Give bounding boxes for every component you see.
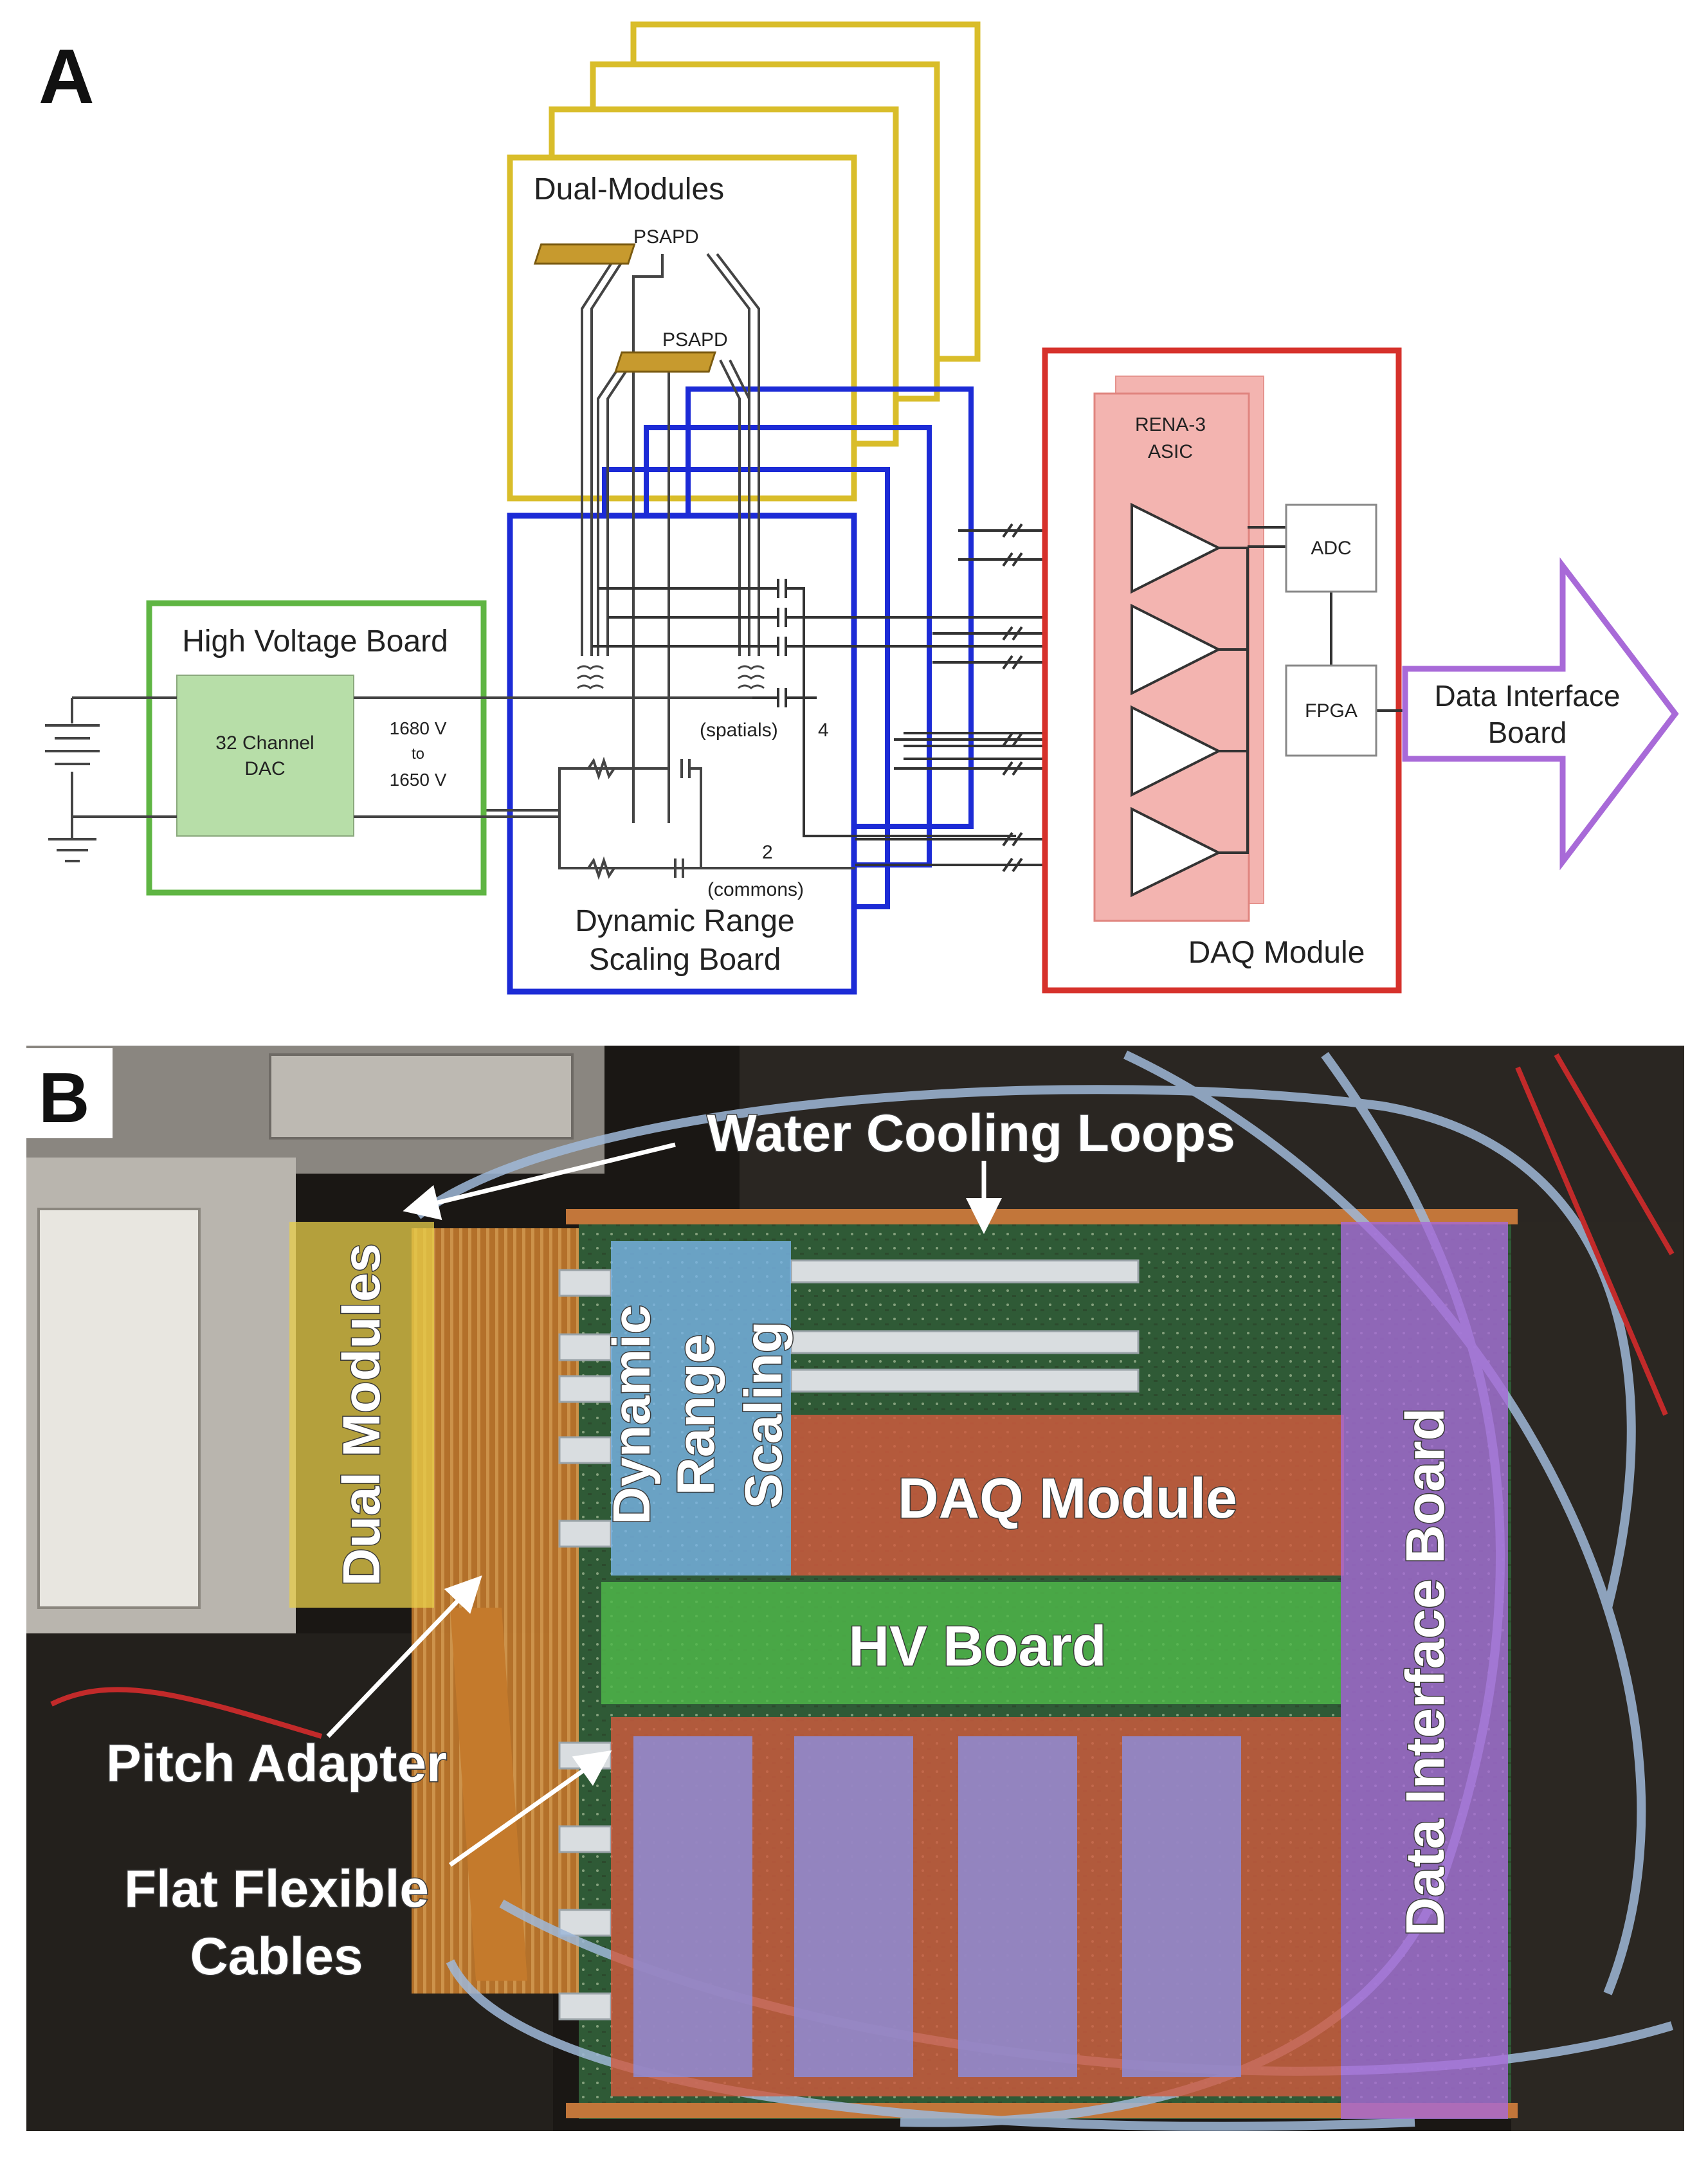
adc-block bbox=[1285, 504, 1377, 593]
commons-network bbox=[357, 756, 855, 880]
commons-count: 2 bbox=[762, 842, 773, 863]
dual-modules-title: Dual-Modules bbox=[534, 172, 724, 206]
panel-b: Dual Modules Dynamic Range Scaling DAQ M… bbox=[25, 1044, 1685, 2132]
psapd-1-chip bbox=[533, 243, 636, 265]
drs-board-stack: Dynamic Range Scaling Board bbox=[507, 386, 974, 995]
voltage-line1: 1680 V bbox=[390, 718, 447, 738]
dual-modules-box bbox=[507, 154, 857, 502]
label-daq-module: DAQ Module bbox=[898, 1466, 1237, 1530]
daq-module: RENA-3 ASIC ADC FPGA DAQ Module bbox=[1042, 347, 1405, 994]
callout-ffc-line1: Flat Flexible bbox=[124, 1860, 429, 1918]
overlay-daq-top bbox=[791, 1415, 1344, 1576]
adc-label: ADC bbox=[1311, 538, 1351, 559]
psapd-1-label: PSAPD bbox=[633, 226, 699, 248]
label-hv-board: HV Board bbox=[849, 1614, 1107, 1678]
hv-board-title: High Voltage Board bbox=[182, 624, 448, 659]
callout-water-cooling: Water Cooling Loops bbox=[707, 1104, 1235, 1163]
callout-pitch-adapter: Pitch Adapter bbox=[106, 1734, 447, 1793]
overlay-dual-modules bbox=[289, 1222, 434, 1608]
overlay-hv-board bbox=[601, 1582, 1341, 1704]
label-dynamic-range-1: Dynamic bbox=[603, 1305, 661, 1525]
data-interface-line1: Data Interface bbox=[1435, 679, 1621, 713]
panel-a: A Dual-Modules Dynamic Range Scaling Boa… bbox=[39, 21, 1679, 995]
asic-line2: ASIC bbox=[1148, 441, 1193, 462]
daq-module-title: DAQ Module bbox=[1188, 936, 1365, 970]
drs-title-line2: Scaling Board bbox=[589, 943, 781, 977]
fpga-label: FPGA bbox=[1305, 700, 1358, 722]
label-data-interface-board: Data Interface Board bbox=[1395, 1408, 1455, 1936]
panel-b-letter: B bbox=[39, 1058, 89, 1138]
panel-b-letter-box bbox=[26, 1048, 113, 1138]
dac-line1: 32 Channel bbox=[215, 732, 314, 754]
label-dual-modules: Dual Modules bbox=[332, 1243, 391, 1586]
spatials-count: 4 bbox=[818, 720, 829, 741]
label-dynamic-range-2: Range bbox=[667, 1334, 725, 1496]
psapd-2-label: PSAPD bbox=[662, 329, 728, 350]
voltage-line2: to bbox=[412, 745, 424, 763]
amplifier-symbols bbox=[1131, 502, 1222, 898]
asic-line1: RENA-3 bbox=[1135, 414, 1206, 435]
drs-title-line1: Dynamic Range bbox=[575, 904, 794, 938]
voltage-line3: 1650 V bbox=[390, 770, 447, 790]
hv-board-box: High Voltage Board 32 Channel DAC 1680 V… bbox=[146, 600, 487, 896]
fpga-block bbox=[1285, 664, 1377, 757]
photo: Dual Modules Dynamic Range Scaling DAQ M… bbox=[26, 1045, 1685, 2132]
dac-block bbox=[176, 675, 354, 837]
commons-label: (commons) bbox=[707, 879, 804, 900]
dac-line2: DAC bbox=[244, 758, 285, 779]
drs-board-box bbox=[507, 513, 857, 995]
label-dynamic-range-3: Scaling bbox=[734, 1321, 793, 1509]
psapd-circuit bbox=[581, 253, 760, 823]
hv-wiring bbox=[45, 696, 752, 862]
overlay-data-interface bbox=[1341, 1222, 1508, 2119]
data-interface-arrow: Data Interface Board bbox=[1402, 557, 1679, 871]
spatials-label: (spatials) bbox=[700, 720, 778, 741]
overlay-dynamic-range bbox=[611, 1241, 791, 1576]
callout-ffc-line2: Cables bbox=[190, 1927, 363, 1986]
overlay-asic-blocks bbox=[633, 1736, 1241, 2077]
psapd-2-chip bbox=[614, 351, 716, 373]
panel-a-letter: A bbox=[39, 33, 95, 120]
callout-arrows bbox=[326, 1142, 1002, 1867]
data-interface-line2: Board bbox=[1488, 716, 1567, 749]
inductor-symbols bbox=[577, 665, 765, 689]
